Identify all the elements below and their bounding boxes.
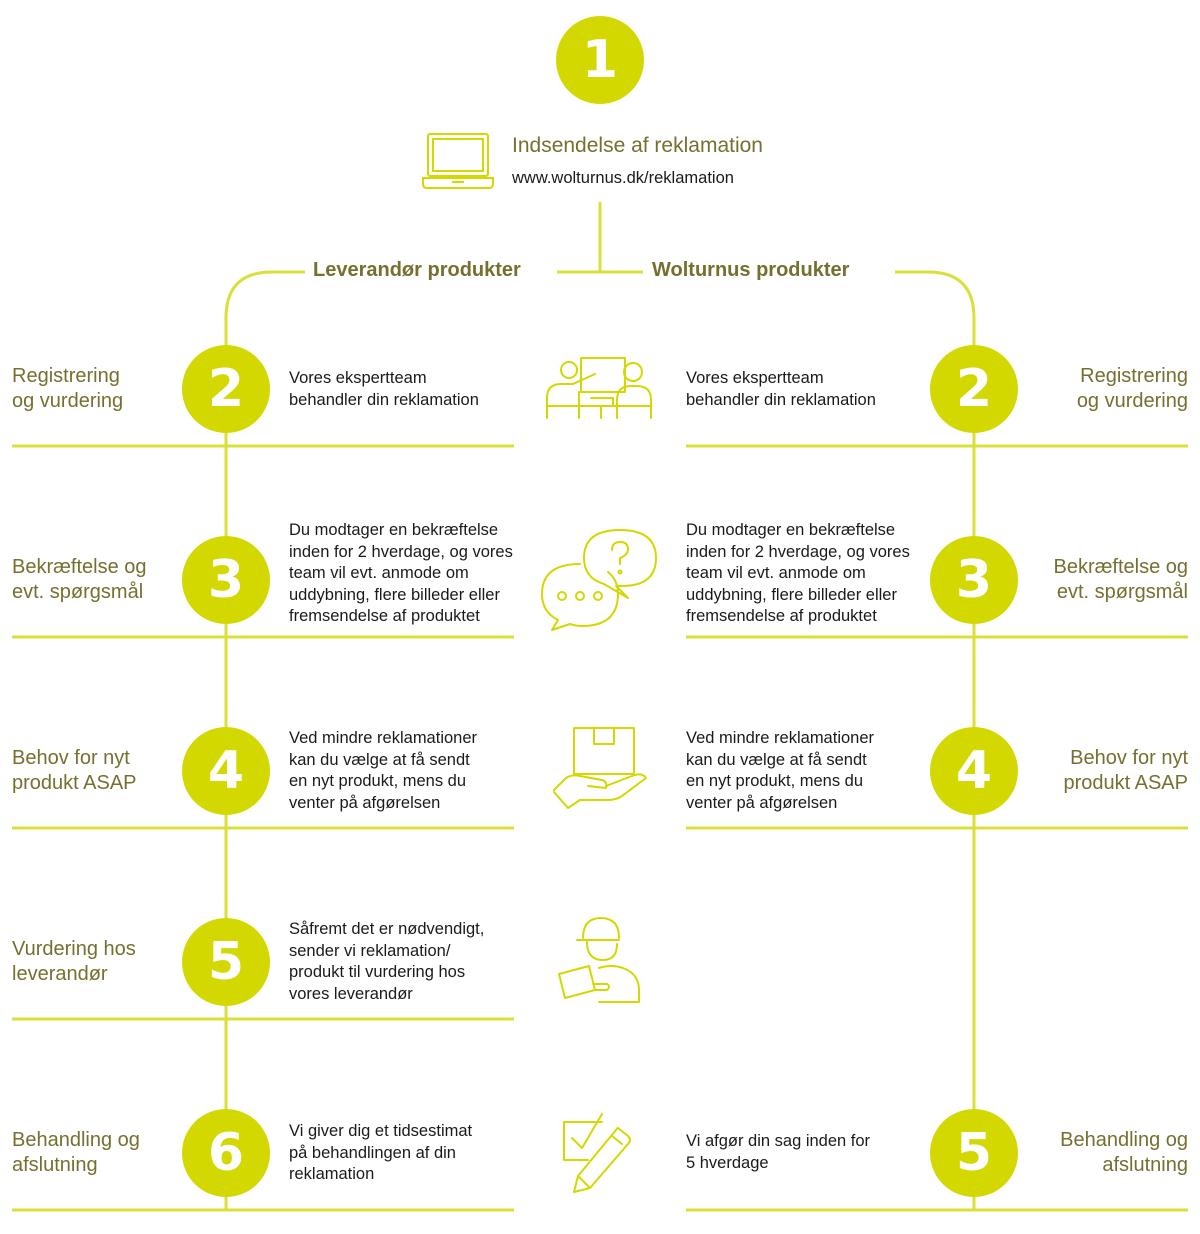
package-hand-icon: [553, 727, 647, 809]
right-step-3-title: Bekræftelse og evt. spørgsmål: [1053, 556, 1188, 603]
right-step-5-description: Vi afgør din sag inden for 5 hverdage: [686, 1132, 871, 1172]
question-chat-icon: [541, 529, 657, 631]
checklist-pen-icon: [563, 1113, 631, 1193]
worker-clipboard-icon: [558, 917, 640, 1003]
left-step-6-title: Behandling og afslutning: [12, 1129, 140, 1176]
right-step-2-description: Vores ekspertteam behandler din reklamat…: [686, 369, 876, 409]
right-step-3-number-circle: 3: [930, 536, 1018, 624]
left-step-4-title: Behov for nyt produkt ASAP: [12, 747, 137, 794]
meeting-presentation-icon: [546, 357, 652, 419]
right-step-4-number-circle: 4: [930, 727, 1018, 815]
left-step-2-description: Vores ekspertteam behandler din reklamat…: [289, 369, 479, 409]
left-step-5-number-circle: 5: [182, 918, 270, 1006]
left-step-2-number-circle: 2: [182, 345, 270, 433]
right-step-5-number-circle: 5: [930, 1109, 1018, 1197]
left-step-6-number-circle: 6: [182, 1109, 270, 1197]
branch-label-wolturnus: Wolturnus produkter: [652, 259, 850, 281]
right-step-2-title: Registrering og vurdering: [1076, 365, 1188, 412]
step-1-number-circle: 1: [556, 16, 644, 104]
left-step-3-title: Bekræftelse og evt. spørgsmål: [12, 556, 147, 603]
left-step-4-description: Ved mindre reklamationer kan du vælge at…: [289, 729, 478, 812]
left-step-5-title: Vurdering hos leverandør: [12, 938, 136, 985]
left-step-3-number-circle: 3: [182, 536, 270, 624]
right-step-4-description: Ved mindre reklamationer kan du vælge at…: [686, 729, 875, 812]
branch-label-supplier: Leverandør produkter: [313, 259, 521, 281]
left-step-2-title: Registrering og vurdering: [12, 365, 124, 412]
laptop-icon: [422, 133, 494, 189]
right-step-4-title: Behov for nyt produkt ASAP: [1063, 747, 1188, 794]
right-step-3-description: Du modtager en bekræftelse inden for 2 h…: [686, 521, 910, 625]
start-title: Indsendelse af reklamation: [512, 134, 763, 157]
left-step-5-description: Såfremt det er nødvendigt, sender vi rek…: [289, 920, 485, 1003]
left-step-4-number-circle: 4: [182, 727, 270, 815]
left-step-6-description: Vi giver dig et tidsestimat på behandlin…: [289, 1122, 473, 1183]
right-step-2-number-circle: 2: [930, 345, 1018, 433]
left-step-3-description: Du modtager en bekræftelse inden for 2 h…: [289, 521, 513, 625]
right-step-5-title: Behandling og afslutning: [1060, 1129, 1188, 1176]
claim-url-link[interactable]: www.wolturnus.dk/reklamation: [512, 169, 734, 187]
